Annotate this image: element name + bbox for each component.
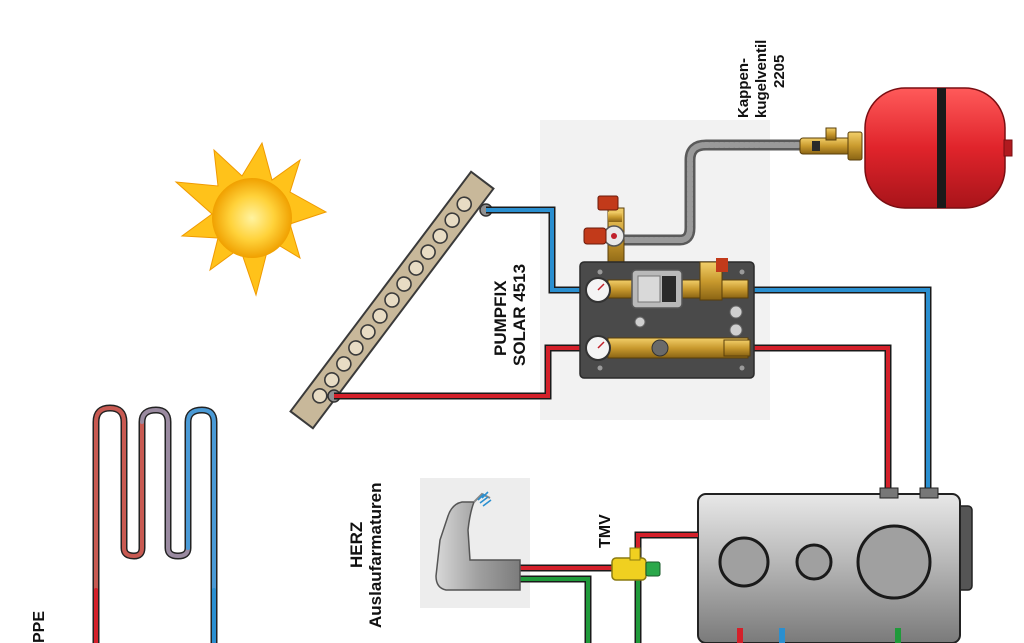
- kappenkugelventil-label: Kappen-: [735, 58, 752, 118]
- mixed-water-pipe: [520, 564, 642, 643]
- heat-pump-coil-icon: [92, 404, 218, 643]
- tmv-label: TMV: [597, 514, 614, 548]
- kappenkugelventil-label-line2: kugelventil: [753, 40, 770, 118]
- pump-station-icon: [579, 195, 755, 379]
- faucet-icon: [435, 491, 521, 591]
- tank-bottom-pipes: [737, 628, 901, 643]
- tank-cold-pipe: [752, 286, 932, 500]
- pumpfix-label: PUMPFIX: [491, 280, 510, 356]
- cap-ball-valve-icon: [799, 127, 863, 161]
- sun-icon: [174, 141, 328, 297]
- expansion-vessel-icon: [864, 87, 1013, 209]
- pumpe-label-fragment: PPE: [31, 611, 48, 643]
- boiler-tank-icon: [697, 487, 973, 643]
- herz-label: HERZ: [347, 522, 366, 568]
- solar-collector-icon: [289, 170, 495, 430]
- collector-cold-pipe: [486, 206, 596, 294]
- tank-hot-pipe: [752, 344, 892, 500]
- pumpfix-label-line2: SOLAR 4513: [510, 264, 529, 366]
- collector-hot-pipe: [334, 344, 596, 400]
- water-spray-icon: [477, 491, 492, 507]
- tmv-valve-icon: [611, 547, 661, 581]
- kappenkugelventil-label-line3: 2205: [771, 55, 788, 88]
- flexible-hose: [609, 139, 806, 246]
- herz-label-line2: Auslaufarmaturen: [366, 483, 385, 628]
